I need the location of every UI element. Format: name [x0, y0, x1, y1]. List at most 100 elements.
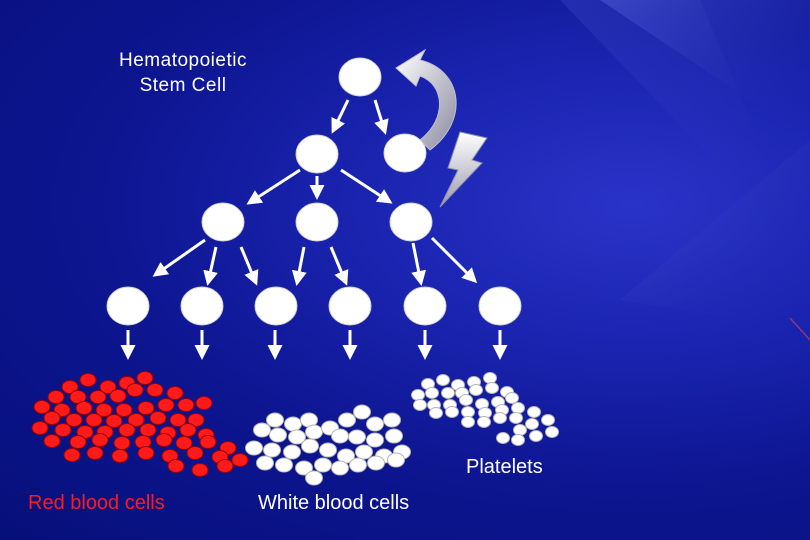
platelet	[425, 387, 439, 399]
platelet	[477, 416, 491, 428]
platelet	[493, 412, 507, 424]
white-blood-cell	[331, 460, 349, 476]
red-blood-cell	[113, 436, 131, 450]
stem-cell-title: Hematopoietic Stem Cell	[88, 48, 278, 98]
red-blood-cell	[199, 435, 217, 449]
white-blood-cell	[387, 452, 405, 468]
red-blood-cell	[155, 433, 173, 447]
white-blood-cell	[366, 416, 384, 432]
white-blood-cell	[256, 455, 274, 471]
renewed-stem-cell	[383, 133, 427, 173]
platelet	[461, 406, 475, 418]
red-blood-cell	[43, 411, 61, 425]
lineage-arrows	[120, 99, 508, 360]
red-blood-cell	[175, 436, 193, 450]
platelet	[413, 399, 427, 411]
white-blood-cell	[319, 442, 337, 458]
white-blood-cell	[367, 455, 385, 471]
red-blood-cell	[91, 433, 109, 447]
progenitor-cell	[389, 202, 433, 242]
precursor-cell	[478, 286, 522, 326]
red-blood-cell	[75, 401, 93, 415]
white-blood-cell	[305, 470, 323, 486]
white-blood-cell	[355, 444, 373, 460]
platelet	[511, 434, 525, 446]
red-blood-cell-cluster	[31, 371, 249, 477]
red-blood-cell	[137, 446, 155, 460]
red-blood-cell	[61, 380, 79, 394]
red-blood-cell	[186, 446, 204, 460]
precursor-cell	[180, 286, 224, 326]
platelet	[527, 406, 541, 418]
precursor-cell	[328, 286, 372, 326]
red-blood-cell	[95, 403, 113, 417]
white-blood-cell	[245, 440, 263, 456]
red-blood-cell	[65, 413, 83, 427]
background-streaks	[560, 0, 810, 341]
red-blood-cell	[149, 411, 167, 425]
self-renewal-arrow	[395, 48, 457, 151]
lightning-bolt-icon	[439, 131, 488, 208]
red-blood-cell	[126, 383, 144, 397]
white-blood-cell	[383, 412, 401, 428]
red-blood-cell	[69, 435, 87, 449]
white-blood-cell	[269, 427, 287, 443]
red-blood-cell	[177, 398, 195, 412]
red-blood-cell	[231, 453, 249, 467]
white-blood-cell	[353, 404, 371, 420]
platelet	[485, 382, 499, 394]
red-blood-cell	[31, 421, 49, 435]
red-blood-cell	[105, 414, 123, 428]
precursor-cell	[254, 286, 298, 326]
white-blood-cell	[385, 428, 403, 444]
red-blood-cell	[63, 448, 81, 462]
title-line-1: Hematopoietic	[119, 50, 247, 71]
red-blood-cell	[127, 413, 145, 427]
platelet	[459, 394, 473, 406]
platelet	[525, 418, 539, 430]
white-blood-cell	[305, 424, 323, 440]
platelet	[445, 406, 459, 418]
platelet	[411, 389, 425, 401]
platelet-cluster	[411, 372, 559, 446]
red-blood-cell	[47, 390, 65, 404]
white-blood-cell	[301, 438, 319, 454]
red-blood-cell	[166, 386, 184, 400]
red-blood-cell	[54, 423, 72, 437]
title-line-2: Stem Cell	[139, 75, 227, 96]
platelet	[429, 407, 443, 419]
red-blood-cell	[89, 390, 107, 404]
red-blood-cell	[195, 396, 213, 410]
red-blood-cell	[179, 423, 197, 437]
platelet	[441, 387, 455, 399]
progenitor-cell	[295, 202, 339, 242]
white-blood-cells-label: White blood cells	[258, 492, 410, 514]
white-blood-cell	[263, 442, 281, 458]
red-blood-cell	[169, 413, 187, 427]
red-blood-cell	[137, 401, 155, 415]
red-blood-cell	[109, 389, 127, 403]
platelet	[496, 432, 510, 444]
white-blood-cell	[288, 429, 306, 445]
progenitor-cell	[295, 134, 339, 174]
red-blood-cell	[33, 400, 51, 414]
red-blood-cell	[111, 449, 129, 463]
red-blood-cell	[86, 446, 104, 460]
white-blood-cell	[283, 444, 301, 460]
red-blood-cell	[216, 459, 234, 473]
platelet	[469, 384, 483, 396]
red-blood-cell	[118, 423, 136, 437]
white-blood-cell	[348, 429, 366, 445]
red-blood-cell	[167, 459, 185, 473]
hematopoietic-stem-cell	[338, 57, 382, 97]
platelet	[513, 424, 527, 436]
white-blood-cell	[338, 412, 356, 428]
red-blood-cell	[99, 380, 117, 394]
white-blood-cell	[314, 457, 332, 473]
red-blood-cell	[136, 371, 154, 385]
platelet	[483, 372, 497, 384]
white-blood-cell	[253, 422, 271, 438]
red-blood-cell	[157, 398, 175, 412]
